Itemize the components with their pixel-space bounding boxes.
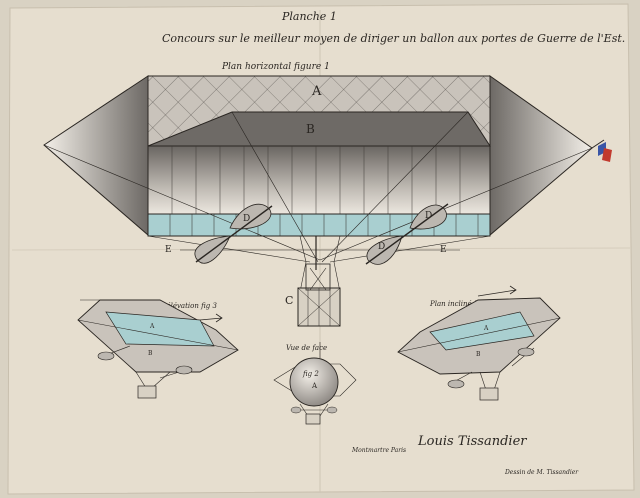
fig1-caption: Plan horizontal figure 1: [221, 62, 330, 72]
planche-label: Planche 1: [281, 10, 337, 23]
gallery-strip: [147, 213, 491, 237]
svg-text:B: B: [148, 350, 153, 357]
svg-text:A: A: [149, 323, 155, 330]
svg-text:fig 2: fig 2: [302, 370, 319, 378]
label-d-left: D: [243, 214, 250, 224]
fig4-airship: Plan incliné à la descente fig 4 A B: [397, 285, 561, 401]
label-e-right: E: [440, 245, 447, 255]
fig1-airship: A B C D D D E E: [43, 75, 612, 327]
title: Concours sur le meilleur moyen de dirige…: [162, 32, 625, 45]
flag-icon: [591, 139, 612, 162]
note-left: Montmartre Paris: [351, 447, 406, 454]
svg-text:A: A: [483, 325, 489, 332]
horizontal-fold: [11, 247, 631, 251]
rigging-lines: [43, 111, 593, 293]
label-d-lower: D: [378, 242, 385, 252]
label-b: B: [306, 122, 315, 136]
fig2-airship: Vue de face fig 2 A: [273, 342, 357, 425]
svg-text:A: A: [311, 382, 318, 390]
car-c: [297, 236, 341, 327]
sail-d-left-upper: [229, 203, 272, 230]
fig2-caption: Vue de face: [286, 344, 327, 352]
signature: Louis Tissandier: [417, 434, 527, 449]
hull-body: [147, 145, 491, 215]
svg-text:B: B: [476, 351, 481, 358]
label-d-right: D: [425, 211, 432, 221]
fig3-airship: Plan incliné à l'élévation fig 3 A B: [77, 299, 239, 399]
front-sphere: [289, 357, 339, 407]
label-e-left: E: [165, 245, 172, 255]
label-a: A: [311, 84, 322, 99]
label-c: C: [285, 294, 293, 307]
note-right: Dessin de M. Tissandier: [504, 469, 579, 476]
